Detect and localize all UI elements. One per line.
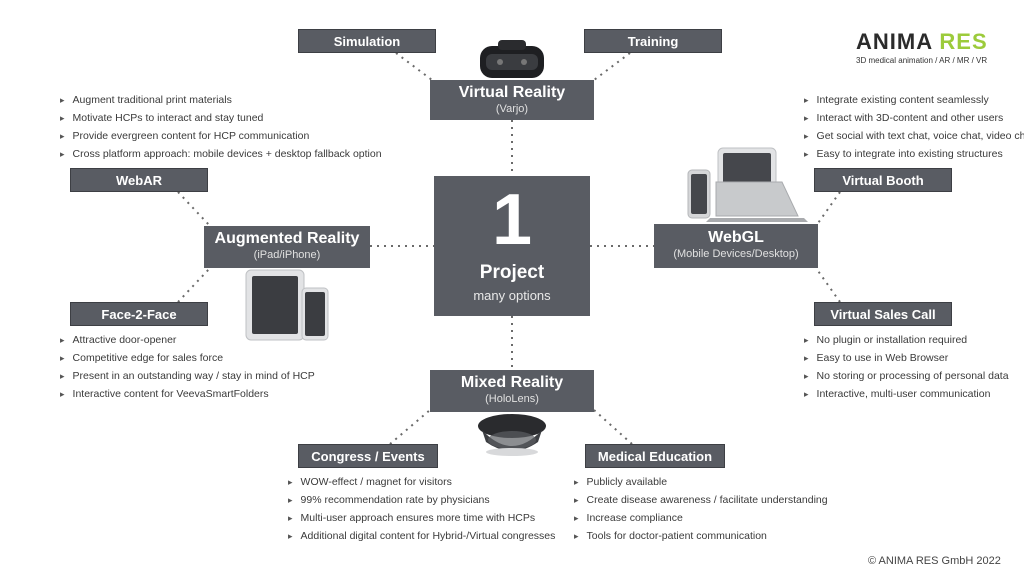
connector-salescall-webgl — [815, 267, 841, 303]
tag-simulation: Simulation — [298, 29, 436, 53]
medical-education-bullet-list: Publicly available Create disease awaren… — [574, 473, 828, 545]
list-item: 99% recommendation rate by physicians — [288, 491, 555, 509]
list-item: Interactive, multi-user communication — [804, 385, 1009, 403]
webgl-box: WebGL (Mobile Devices/Desktop) — [654, 224, 818, 268]
list-item: Multi-user approach ensures more time wi… — [288, 509, 555, 527]
list-item: Easy to integrate into existing structur… — [804, 145, 1024, 163]
list-item: No storing or processing of personal dat… — [804, 367, 1009, 385]
ar-subtitle: (iPad/iPhone) — [253, 249, 321, 261]
list-item: Augment traditional print materials — [60, 91, 382, 109]
tablet-phone-icon — [245, 269, 329, 341]
logo-tagline: 3D medical animation / AR / MR / VR — [856, 56, 988, 65]
mr-title: Mixed Reality — [460, 374, 564, 391]
logo-name-part1: ANIMA — [856, 29, 933, 54]
virtual-booth-bullet-list: Integrate existing content seamlessly In… — [804, 91, 1024, 163]
list-item: Integrate existing content seamlessly — [804, 91, 1024, 109]
vr-box: Virtual Reality (Varjo) — [430, 80, 594, 120]
tag-face-2-face: Face-2-Face — [70, 302, 208, 326]
virtual-sales-call-bullet-list: No plugin or installation required Easy … — [804, 331, 1009, 403]
list-item: No plugin or installation required — [804, 331, 1009, 349]
vr-headset-icon — [480, 40, 544, 78]
connector-training-vr — [593, 52, 631, 81]
connector-simulation-vr — [395, 52, 433, 81]
tag-training: Training — [584, 29, 722, 53]
list-item: Competitive edge for sales force — [60, 349, 315, 367]
list-item: Create disease awareness / facilitate un… — [574, 491, 828, 509]
copyright-text: © ANIMA RES GmbH 2022 — [868, 555, 1001, 567]
tag-virtual-sales-call: Virtual Sales Call — [814, 302, 952, 326]
webgl-subtitle: (Mobile Devices/Desktop) — [673, 248, 799, 260]
center-subtitle: many options — [473, 288, 551, 303]
logo-wordmark: ANIMA RES — [856, 30, 988, 54]
webgl-title: WebGL — [708, 229, 764, 246]
logo: ANIMA RES 3D medical animation / AR / MR… — [856, 30, 988, 66]
list-item: Motivate HCPs to interact and stay tuned — [60, 109, 382, 127]
connector-booth-webgl — [815, 191, 841, 227]
list-item: Easy to use in Web Browser — [804, 349, 1009, 367]
list-item: Interactive content for VeevaSmartFolder… — [60, 385, 315, 403]
list-item: Attractive door-opener — [60, 331, 315, 349]
center-number: 1 — [491, 180, 533, 260]
list-item: Get social with text chat, voice chat, v… — [804, 127, 1024, 145]
list-item: Tools for doctor-patient communication — [574, 527, 828, 545]
logo-name-part2: RES — [939, 29, 988, 54]
list-item: Additional digital content for Hybrid-/V… — [288, 527, 556, 545]
laptop-devices-icon — [687, 147, 808, 222]
tag-medical-education: Medical Education — [585, 444, 725, 468]
list-item: Provide evergreen content for HCP commun… — [60, 127, 382, 145]
list-item: Increase compliance — [574, 509, 828, 527]
ar-title: Augmented Reality — [214, 230, 360, 247]
webar-bullet-list: Augment traditional print materials Moti… — [60, 91, 382, 163]
center-project-box: 1 Project many options — [434, 176, 590, 316]
list-item: WOW-effect / magnet for visitors — [288, 473, 555, 491]
congress-events-bullet-list: WOW-effect / magnet for visitors 99% rec… — [288, 473, 556, 545]
hololens-icon — [478, 414, 546, 456]
tag-congress-events: Congress / Events — [298, 444, 438, 468]
vr-title: Virtual Reality — [458, 84, 566, 101]
mr-box: Mixed Reality (HoloLens) — [430, 370, 594, 412]
ar-box: Augmented Reality (iPad/iPhone) — [204, 226, 370, 268]
list-item: Cross platform approach: mobile devices … — [60, 145, 382, 163]
center-title: Project — [479, 262, 545, 283]
connector-meded-mr — [593, 409, 633, 445]
list-item: Interact with 3D-content and other users — [804, 109, 1024, 127]
tag-virtual-booth: Virtual Booth — [814, 168, 952, 192]
list-item: Publicly available — [574, 473, 828, 491]
list-item: Present in an outstanding way / stay in … — [60, 367, 315, 385]
connector-congress-mr — [389, 409, 431, 445]
tag-webar: WebAR — [70, 168, 208, 192]
vr-subtitle: (Varjo) — [495, 103, 529, 115]
mr-subtitle: (HoloLens) — [485, 393, 539, 405]
face-2-face-bullet-list: Attractive door-opener Competitive edge … — [60, 331, 315, 403]
connector-face2face-ar — [177, 267, 211, 303]
connector-webar-ar — [177, 191, 211, 227]
